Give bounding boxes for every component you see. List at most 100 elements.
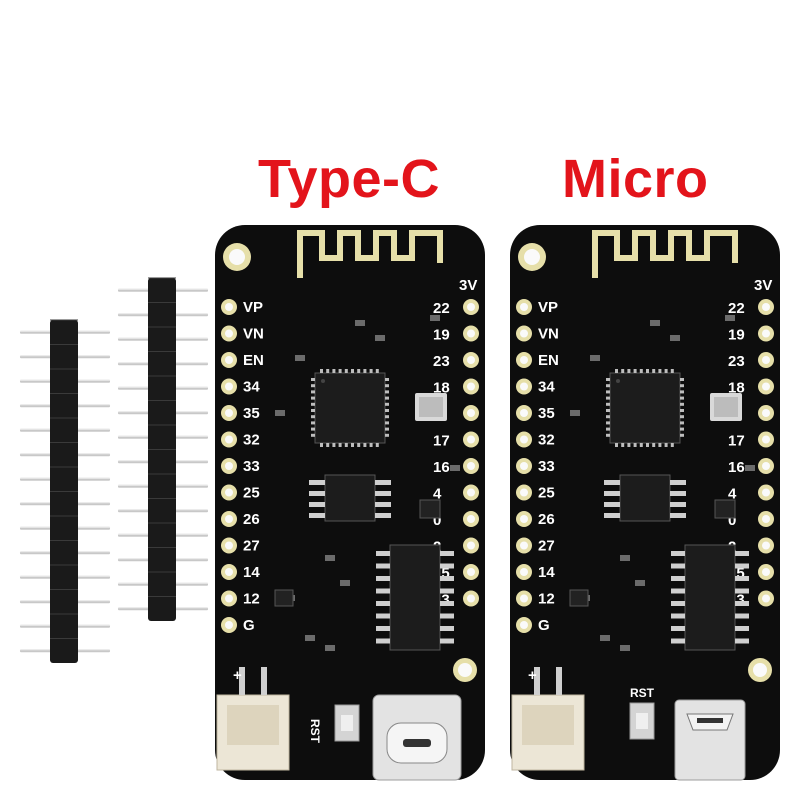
smd-component [570, 410, 580, 416]
pin-label: 0 [728, 512, 736, 529]
chip-lead [639, 369, 643, 373]
pin-hole [762, 541, 770, 550]
pin-hole [225, 488, 233, 497]
chip-lead [646, 369, 649, 373]
pin-hole [467, 382, 475, 391]
pin-label: 12 [538, 591, 555, 608]
chip-lead [332, 443, 336, 447]
pin-label: 35 [243, 405, 260, 422]
chip-lead [671, 613, 685, 619]
pin-hole [467, 488, 475, 497]
board-type-c: 3VVPVNEN343532332526271412G2219231851716… [215, 225, 485, 781]
chip-lead [646, 443, 649, 447]
chip-lead [332, 369, 336, 373]
chip-lead [338, 369, 342, 373]
chip-lead [320, 369, 323, 373]
chip-lead [621, 443, 625, 447]
chip-lead [326, 443, 330, 447]
chip-lead [658, 369, 662, 373]
chip-lead [604, 491, 620, 496]
chip-lead [621, 369, 625, 373]
pin-label: EN [243, 352, 264, 369]
pin-hole [467, 462, 475, 470]
chip-lead [606, 415, 610, 419]
chip-lead [639, 443, 643, 447]
chip-lead [385, 396, 389, 400]
pin-label: 14 [243, 564, 260, 581]
pin-label: 32 [243, 432, 260, 449]
pin-hole [520, 329, 528, 338]
pin-hole [225, 541, 233, 550]
pin-label: 23 [728, 353, 745, 370]
pin-hole [762, 409, 770, 417]
battery-connector-inner [522, 705, 574, 745]
chip-lead [658, 443, 662, 447]
battery-connector-inner [227, 705, 279, 745]
chip-lead [357, 443, 361, 447]
pin-label: 17 [728, 433, 745, 450]
chip-lead [440, 613, 454, 619]
pin-hole [225, 356, 233, 364]
chip-lead [376, 626, 390, 631]
chip-lead [375, 502, 391, 507]
esp32-chip [314, 372, 386, 444]
chip-lead [440, 638, 454, 644]
chip-lead [440, 588, 454, 594]
chip-lead [671, 588, 685, 594]
regulator-chip [619, 474, 671, 522]
transistor [569, 589, 589, 607]
usb-serial-chip [684, 544, 736, 651]
chip-lead [344, 369, 348, 373]
chip-lead [311, 433, 315, 437]
chip-lead [363, 443, 367, 447]
chip-lead [375, 443, 379, 447]
chip-lead [664, 369, 668, 373]
smd-component [725, 315, 735, 321]
pin-label: 25 [243, 485, 260, 502]
chip-lead [670, 502, 686, 507]
usb-serial-chip [389, 544, 441, 651]
pin-hole [225, 462, 233, 470]
pin-label: 26 [538, 511, 555, 528]
smd-component [600, 635, 610, 641]
chip-lead [369, 443, 373, 447]
reset-label: RST [630, 686, 655, 700]
chip-lead [309, 513, 325, 518]
chip-lead [671, 626, 685, 631]
chip-lead [369, 369, 373, 373]
micro-label: Micro [562, 149, 709, 209]
smd-component [275, 410, 285, 416]
chip-lead [440, 551, 454, 556]
chip-lead [338, 443, 342, 447]
pin-label: 23 [433, 353, 450, 370]
pin-hole [762, 329, 770, 338]
pin-hole [225, 382, 233, 391]
pin-label: 22 [728, 300, 745, 317]
chip-lead [671, 601, 685, 606]
chip-lead [311, 396, 315, 400]
chip-lead [376, 588, 390, 594]
pin-label: G [538, 617, 550, 634]
chip-lead [680, 433, 684, 437]
chip-lead [627, 443, 631, 447]
chip-lead [606, 390, 610, 394]
chip-lead [440, 626, 454, 631]
pin-hole [520, 409, 528, 417]
pin-label: 27 [538, 538, 555, 555]
reset-label: RST [308, 719, 322, 744]
smd-component [670, 335, 680, 341]
connector-pin [239, 667, 245, 695]
small-ic [419, 499, 441, 519]
smd-component [590, 355, 600, 361]
pin-hole [520, 462, 528, 470]
pin-label: 17 [433, 433, 450, 450]
pin-hole [225, 409, 233, 417]
pin-hole [520, 541, 528, 550]
smd-component [745, 465, 755, 471]
chip-lead [680, 378, 684, 381]
mounting-hole-inner [524, 249, 540, 265]
chip-lead [385, 390, 389, 394]
chip-lead [680, 409, 684, 412]
chip-lead [375, 513, 391, 518]
transistor [274, 589, 294, 607]
